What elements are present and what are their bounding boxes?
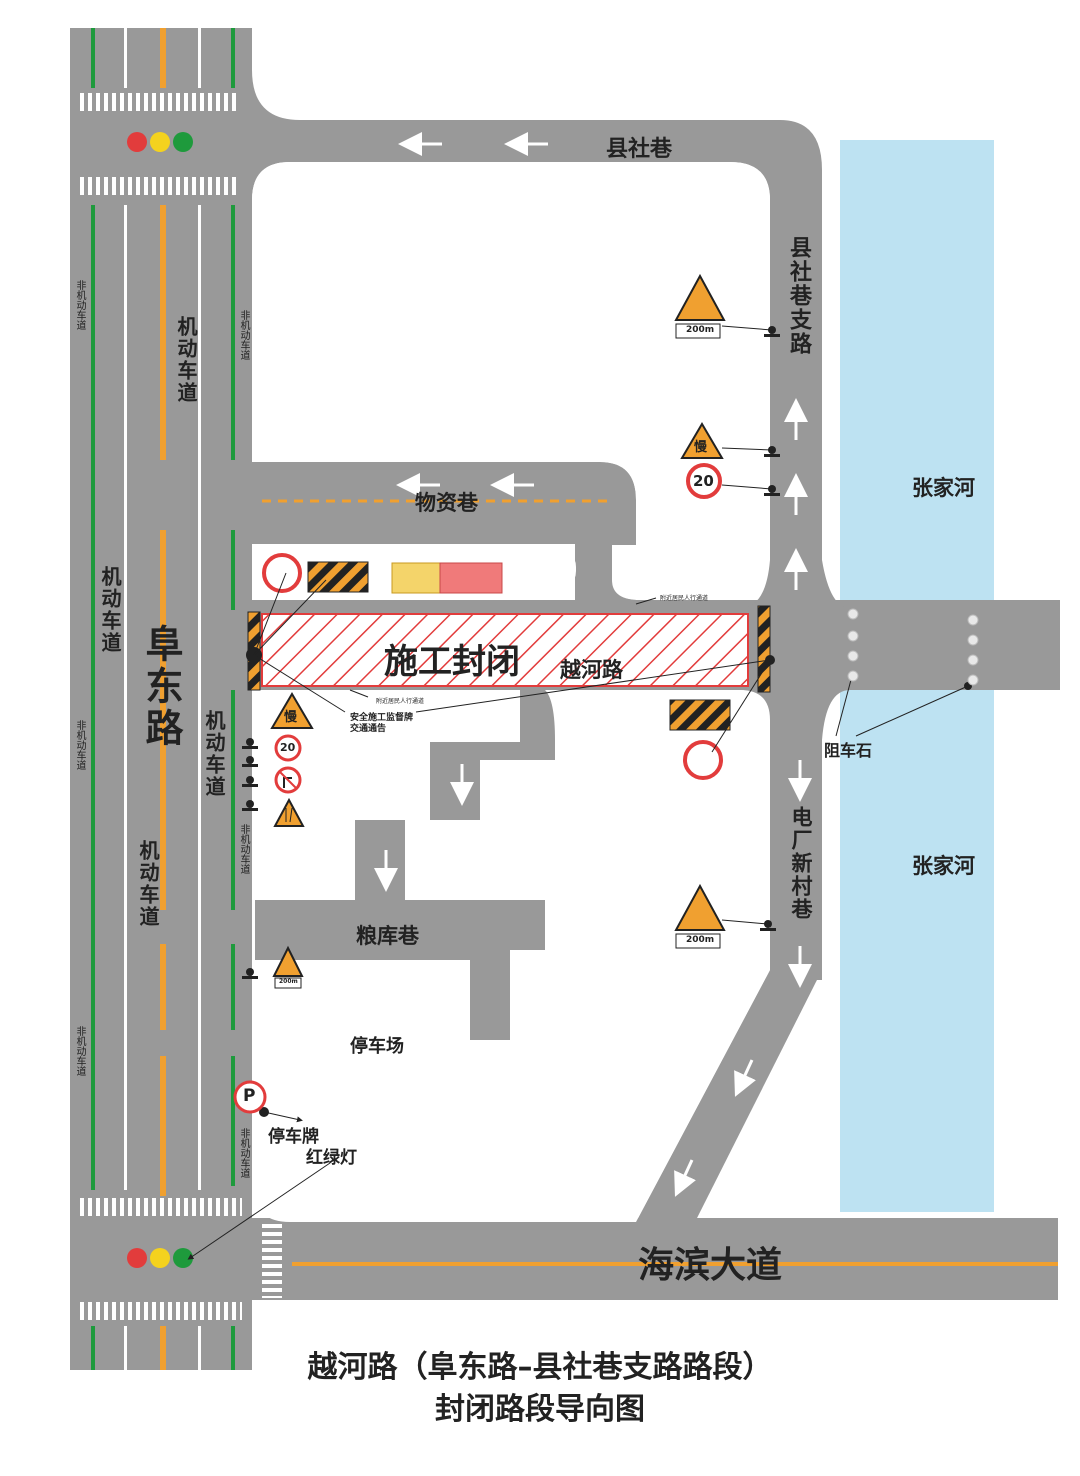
construction-sign-1	[674, 273, 726, 339]
closure-barrier-left	[246, 611, 262, 691]
barrier-board-top	[307, 561, 369, 593]
road-label-xianshe-branch: 县社巷支路	[786, 236, 811, 356]
construction-sign-2	[674, 883, 726, 949]
road-label-dianchang: 电厂新村巷	[789, 806, 813, 921]
lane-label-motor-4: 机动车道	[136, 840, 160, 928]
river-label-bottom: 张家河	[912, 854, 975, 878]
traffic-light-note: 红绿灯	[306, 1148, 357, 1168]
map-title-line2: 封闭路段导向图	[435, 1392, 645, 1427]
no-entry-sign-top	[262, 553, 302, 593]
lane-label-nonmotor-4: 非机动车道	[238, 824, 249, 874]
water-barriers	[391, 562, 503, 594]
speed-sign-top-shape	[686, 463, 722, 499]
lane-label-nonmotor-5: 非机动车道	[74, 1026, 85, 1076]
direction-arrows	[374, 132, 812, 1197]
road-label-liangku: 粮库巷	[356, 924, 419, 948]
notice-sign-note-1: 安全施工监督牌	[350, 713, 414, 723]
leader-lines	[187, 325, 969, 1260]
closure-zone	[261, 613, 749, 687]
parking-sign-text: P	[243, 1086, 256, 1106]
distance-sign-3-text: 200m	[279, 978, 298, 985]
lane-label-motor-1: 机动车道	[174, 316, 198, 404]
slow-sign-top-shape	[680, 422, 724, 459]
lane-label-nonmotor-2: 非机动车道	[238, 310, 249, 360]
slow-sign-top-text: 慢	[694, 440, 708, 455]
road-label-wuzi: 物资巷	[415, 491, 478, 515]
distance-sign-1-text: 200m	[686, 325, 715, 335]
parking-lot-label: 停车场	[350, 1036, 404, 1057]
river-label-top: 张家河	[912, 476, 975, 500]
map-title-line1: 越河路（阜东路–县社巷支路路段）	[307, 1350, 773, 1385]
road-label-haibin: 海滨大道	[638, 1245, 783, 1286]
parking-sign-note: 停车牌	[268, 1127, 319, 1147]
slow-sign-left-text: 慢	[284, 710, 298, 725]
traffic-light-top	[127, 132, 193, 152]
fudong-markings	[80, 28, 282, 1370]
lane-label-nonmotor-3: 非机动车道	[74, 720, 85, 770]
traffic-light-bottom	[127, 1248, 193, 1268]
pedestrian-note-bottom: 附近居民人行通道	[376, 698, 425, 705]
speed-sign-left-text: 20	[280, 741, 296, 754]
slow-sign-left-shape	[270, 692, 314, 729]
road-narrows-sign	[273, 797, 305, 827]
construction-sign-3	[272, 945, 304, 989]
lane-label-motor-3: 机动车道	[202, 710, 226, 798]
notice-sign-note-2: 交通通告	[350, 724, 387, 734]
blocks	[252, 162, 770, 1222]
pedestrian-note-top: 附近居民人行通道	[660, 595, 709, 602]
no-right-turn-sign	[274, 766, 302, 794]
bollards	[847, 608, 979, 686]
closure-label: 施工封闭	[384, 642, 520, 682]
lane-label-nonmotor-6: 非机动车道	[238, 1128, 249, 1178]
road-label-fudong: 阜东路	[139, 624, 183, 750]
parking-sign-shape	[233, 1080, 267, 1114]
bollard-note: 阻车石	[824, 741, 873, 760]
speed-sign-left-shape	[274, 734, 302, 762]
no-entry-sign-bottom	[683, 740, 723, 780]
distance-sign-2-text: 200m	[686, 935, 715, 945]
road-label-yuehe: 越河路	[560, 658, 623, 682]
lane-label-motor-2: 机动车道	[98, 566, 122, 654]
speed-sign-top-text: 20	[693, 472, 714, 490]
road-label-xianshe: 县社巷	[606, 137, 673, 162]
lane-label-nonmotor-1: 非机动车道	[74, 280, 85, 330]
haibin-centerline	[292, 1262, 1058, 1266]
barrier-board-bottom	[669, 699, 731, 731]
